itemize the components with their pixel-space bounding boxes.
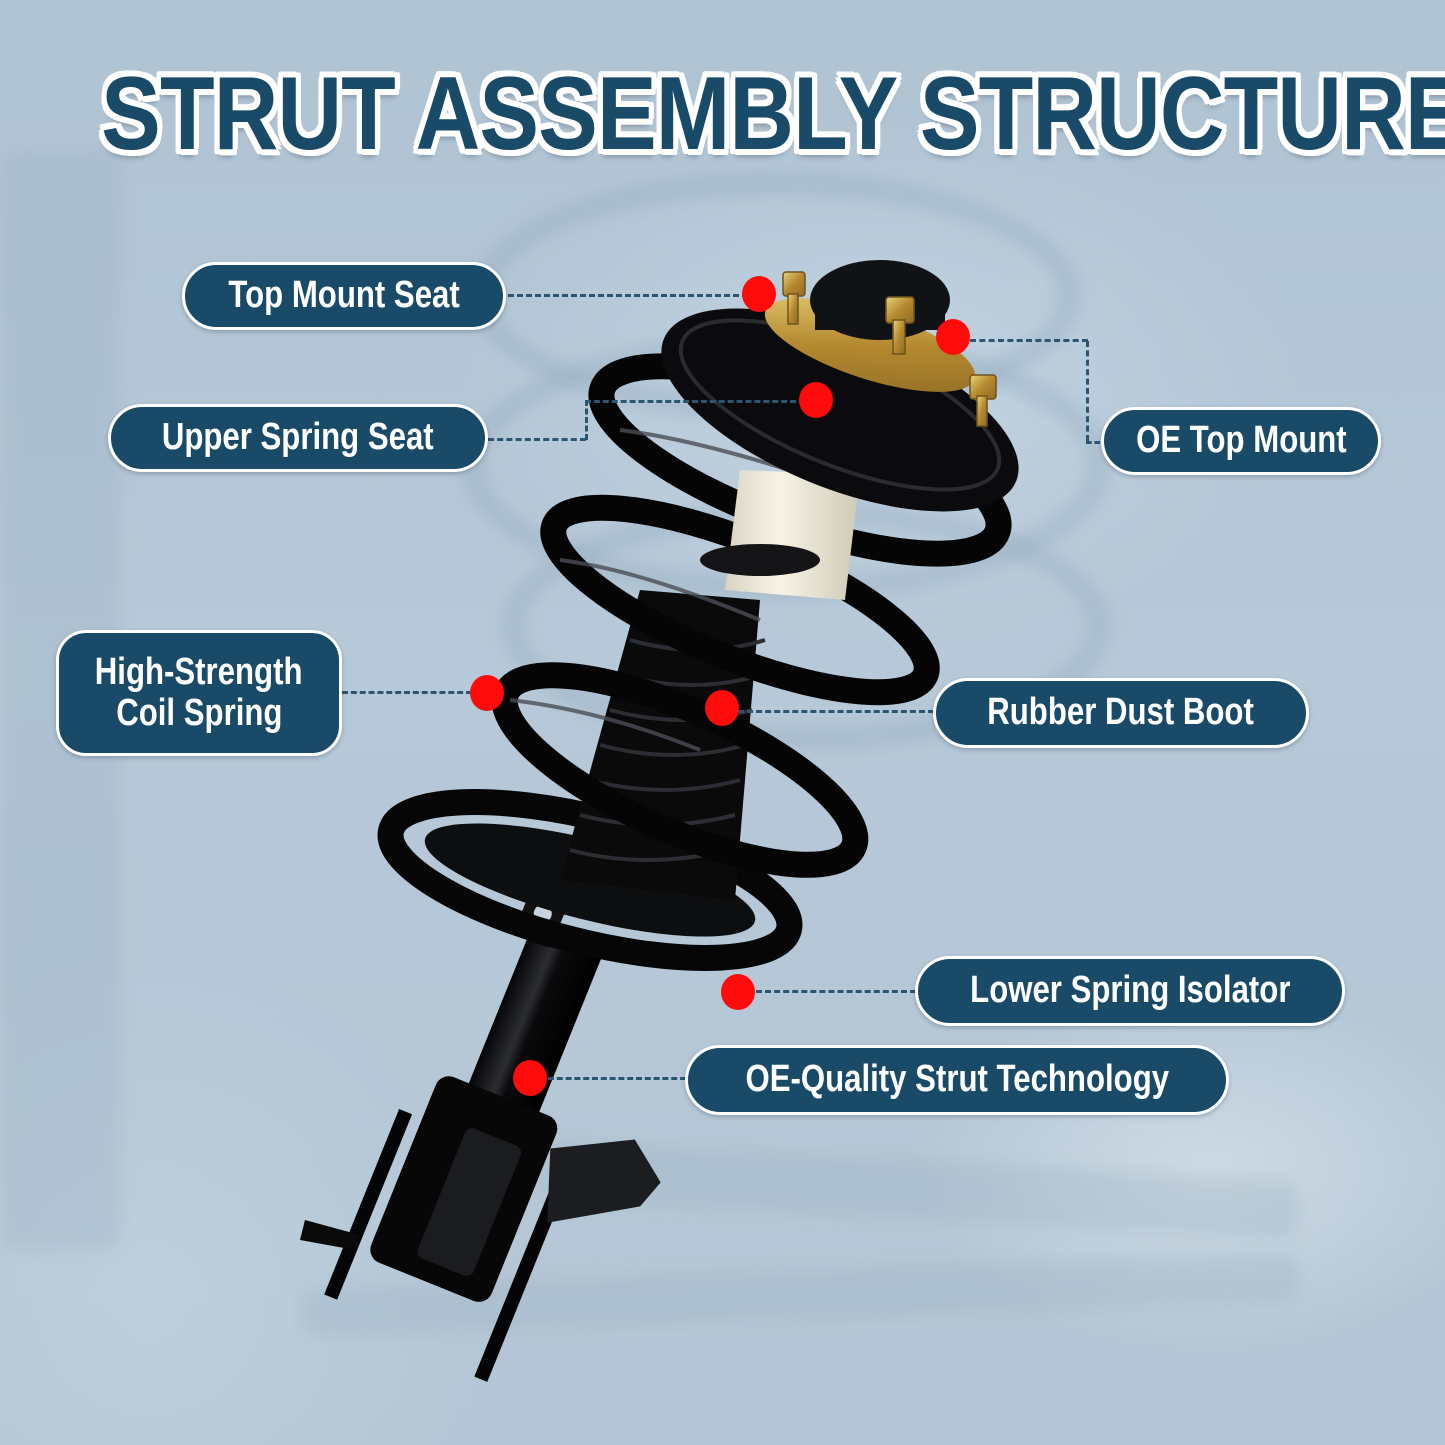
- callout-label-line-1: High-Strength: [95, 650, 303, 693]
- leader-line-upper-spring-seat: [585, 400, 805, 403]
- callout-label: Top Mount Seat: [228, 274, 460, 317]
- callout-upper-spring-seat: Upper Spring Seat: [108, 404, 488, 472]
- leader-line-oe-quality-strut: [548, 1077, 686, 1080]
- red-dot-marker-lower-spring-isolator: [721, 974, 755, 1010]
- callout-label: Upper Spring Seat: [162, 416, 434, 459]
- strut-body: [324, 879, 661, 1382]
- leader-line-oe-top-mount: [1086, 341, 1089, 441]
- callout-label: OE Top Mount: [1135, 419, 1347, 462]
- callout-oe-quality-strut: OE-Quality Strut Technology: [685, 1045, 1229, 1115]
- red-dot-marker-upper-spring-seat: [799, 382, 833, 418]
- leader-line-rubber-dust-boot: [738, 710, 934, 713]
- red-dot-marker-coil-spring: [470, 675, 504, 711]
- callout-lower-spring-isolator: Lower Spring Isolator: [915, 956, 1345, 1026]
- leader-line-oe-top-mount: [970, 339, 1088, 342]
- callout-label: OE-Quality Strut Technology: [745, 1058, 1169, 1101]
- red-dot-marker-oe-quality-strut: [513, 1060, 547, 1096]
- leader-line-coil-spring: [342, 691, 472, 694]
- leader-line-upper-spring-seat: [585, 400, 588, 440]
- leader-line-lower-spring-isolator: [756, 990, 916, 993]
- callout-oe-top-mount: OE Top Mount: [1101, 407, 1381, 475]
- leader-line-upper-spring-seat: [488, 438, 586, 441]
- leader-line-oe-top-mount: [1086, 441, 1100, 444]
- red-dot-marker-rubber-dust-boot: [705, 690, 739, 726]
- callout-label-line-2: Coil Spring: [115, 692, 283, 734]
- red-dot-marker-top-mount-seat: [742, 276, 776, 312]
- page-title: STRUT ASSEMBLY STRUCTURE: [101, 56, 1445, 172]
- callout-rubber-dust-boot: Rubber Dust Boot: [933, 678, 1309, 748]
- callout-label: Rubber Dust Boot: [987, 691, 1255, 734]
- callout-top-mount-seat: Top Mount Seat: [182, 262, 506, 330]
- leader-line-top-mount-seat: [508, 294, 748, 297]
- callout-coil-spring: High-Strength Coil Spring: [56, 630, 342, 756]
- red-dot-marker-oe-top-mount: [936, 319, 970, 355]
- callout-label: Lower Spring Isolator: [969, 969, 1291, 1012]
